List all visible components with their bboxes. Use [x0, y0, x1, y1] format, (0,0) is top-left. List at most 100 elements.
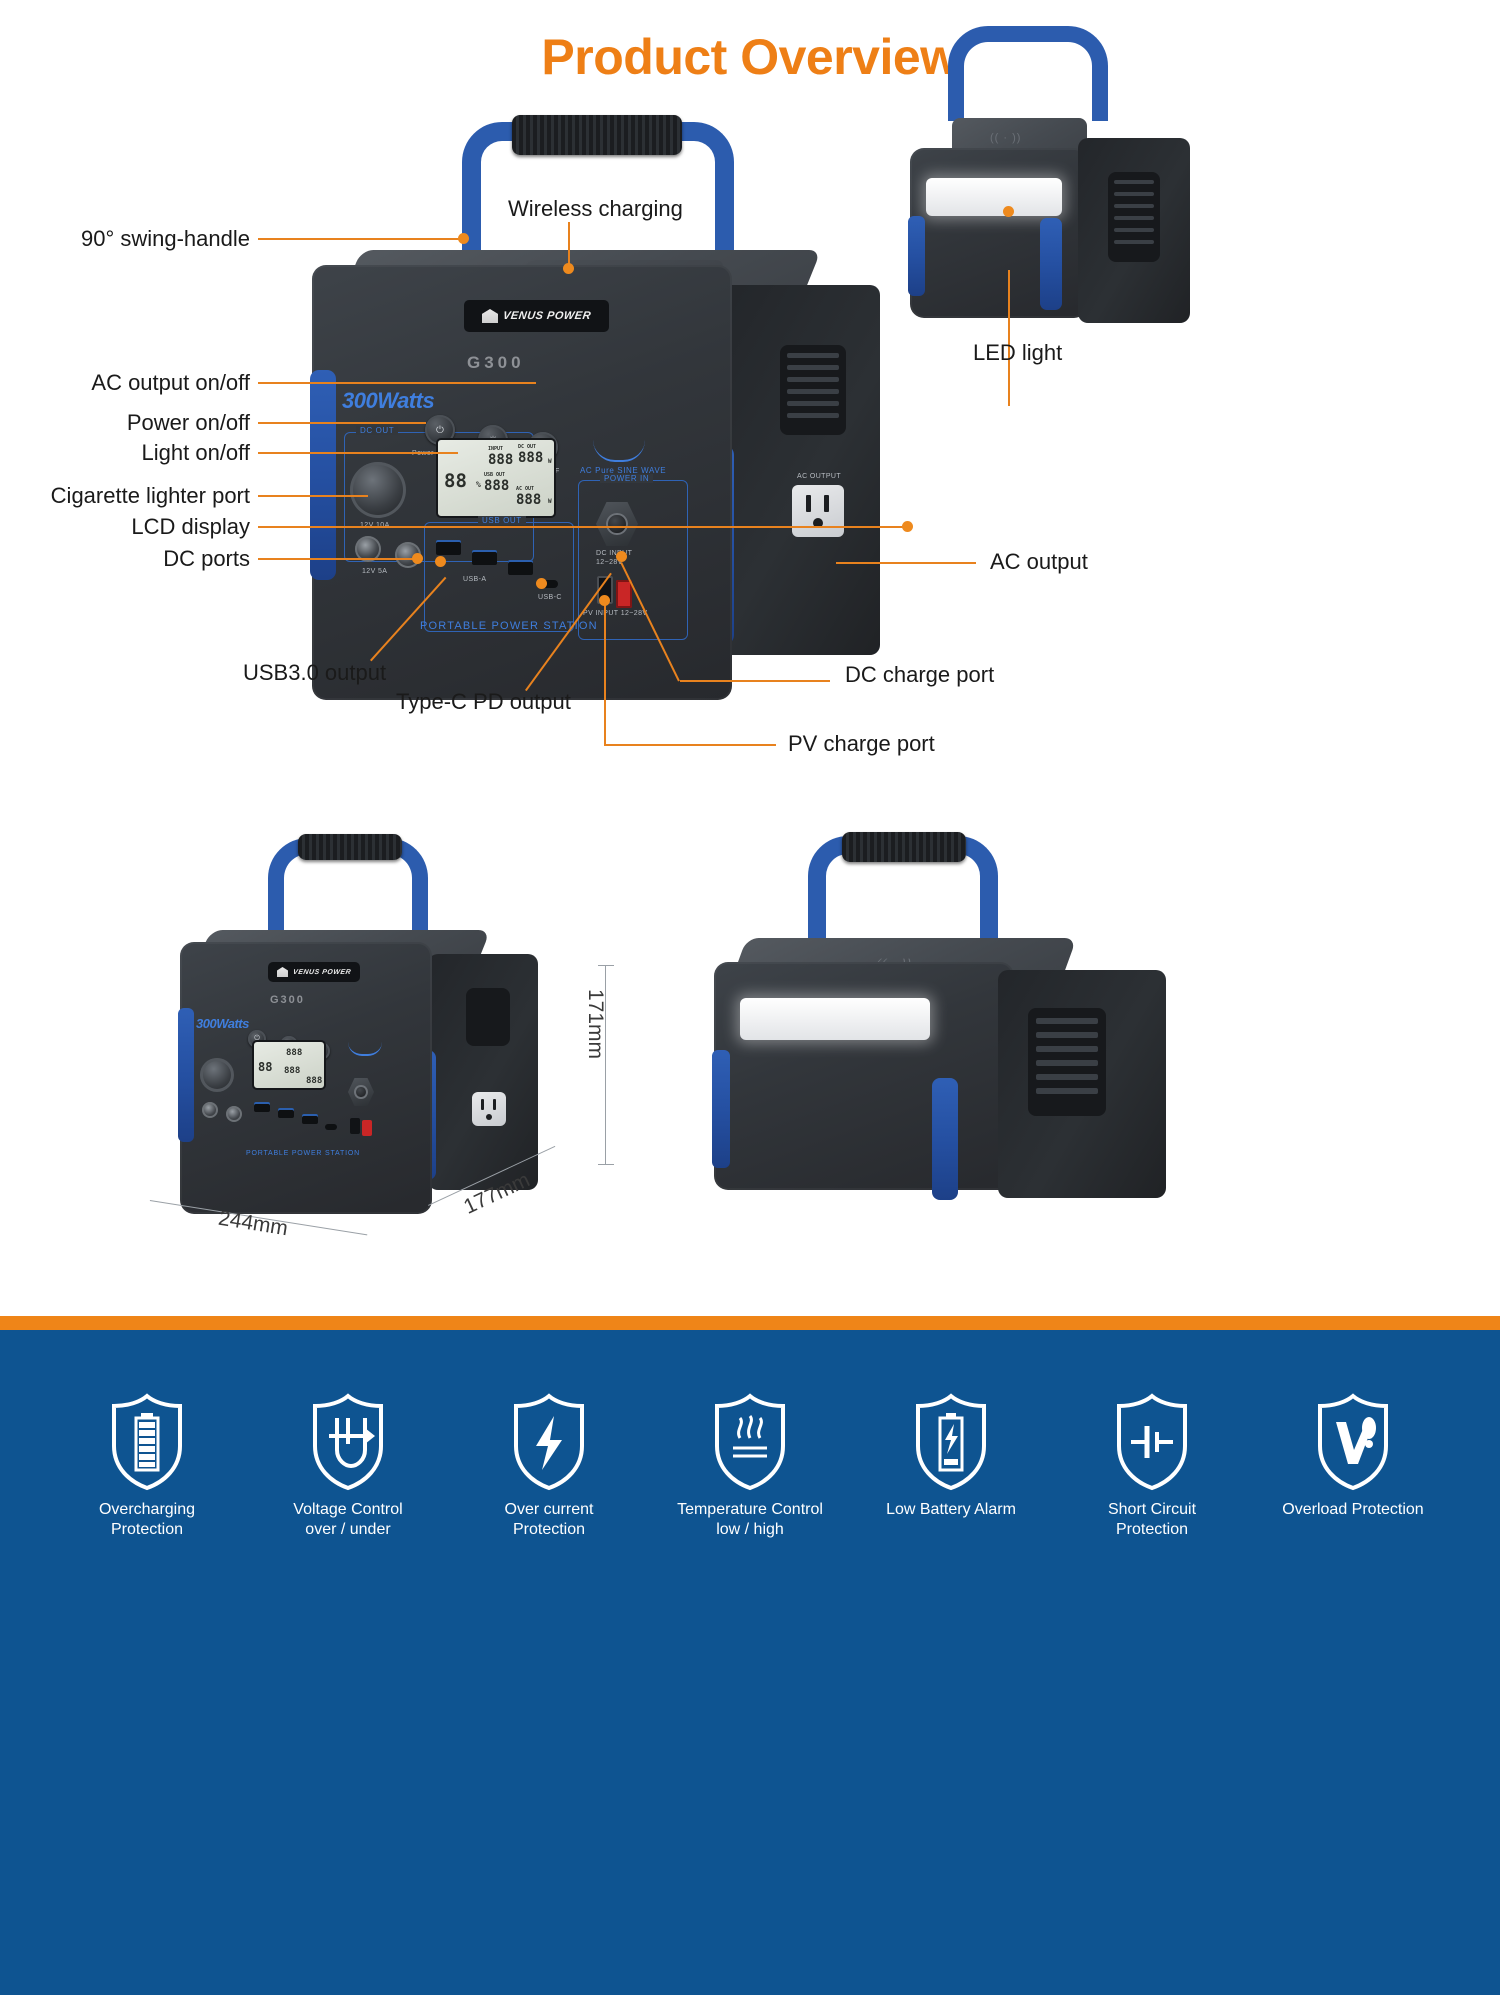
leader-dc-ports: [258, 558, 418, 560]
callout-cigarette-lighter-port: Cigarette lighter port: [50, 483, 250, 508]
callout-led-light: LED light: [973, 340, 1063, 365]
battery-full-shield-icon: [108, 1392, 186, 1492]
watts-label: 300Watts: [342, 388, 435, 413]
main-product-image: (( · )) AC OUTPUT VENUS POWER G300 300Wa…: [300, 110, 940, 720]
lcd-input-value: 888: [488, 452, 514, 468]
vent-slat: [787, 365, 839, 370]
protection-label: Over current Protection: [504, 1501, 594, 1538]
leader-pv-charge-port-vertical: [604, 600, 606, 746]
dc-port-1[interactable]: [355, 536, 381, 562]
watts-label: 300Watts: [196, 1016, 249, 1031]
right-side-face: [720, 285, 880, 655]
dc-input-silk: DC INPUT: [596, 550, 633, 557]
pv-input-silk: PV INPUT 12~28V: [583, 610, 648, 617]
dimension-line-height: [605, 965, 606, 1165]
cigarette-lighter-port[interactable]: [200, 1058, 234, 1092]
protection-item-overload: Overload Protection: [1278, 1392, 1428, 1540]
brand-nameplate: VENUS POWER: [464, 300, 609, 332]
footer-silk: PORTABLE POWER STATION: [420, 620, 598, 632]
left-blue-grip: [310, 370, 336, 580]
protection-label: Overcharging Protection: [98, 1501, 196, 1538]
dc-12v10a-silk: 12V 10A: [360, 522, 390, 529]
leader-cigarette-lighter-port: [258, 495, 368, 497]
vent-slat: [1114, 240, 1154, 244]
brand-nameplate: VENUS POWER: [268, 962, 360, 982]
usb-a-port-3[interactable]: [508, 560, 533, 575]
vent-slat: [1114, 228, 1154, 232]
dc-port-1[interactable]: [202, 1102, 218, 1118]
usb-a-port-2[interactable]: [278, 1108, 294, 1118]
lcd-acout-value: 888: [306, 1076, 323, 1086]
dimension-tick: [598, 1164, 614, 1165]
callout-typec-pd-output: Type-C PD output: [396, 689, 571, 714]
callout-dc-charge-port: DC charge port: [845, 662, 995, 687]
pv-terminal-red[interactable]: [362, 1120, 372, 1136]
ac-output-socket: [792, 485, 844, 537]
protection-label: Overload Protection: [1282, 1501, 1424, 1518]
ac-wave-icon: [593, 440, 645, 462]
overload-shield-icon: [1314, 1392, 1392, 1492]
handle-grip: [298, 834, 402, 860]
left-blue-grip: [712, 1050, 730, 1168]
leader-light-onoff: [258, 452, 458, 454]
leader-dot-dc-charge-port: [616, 551, 627, 562]
dc-12v5a-silk: 12V 5A: [362, 568, 388, 575]
led-light-panel: [926, 178, 1062, 216]
brand-logo-icon: [481, 309, 498, 323]
leader-ac-output: [836, 562, 976, 564]
protection-item-overcharging: Overcharging Protection: [72, 1392, 222, 1540]
usb-out-silk-label: USB OUT: [478, 516, 526, 525]
usb-a-port-3[interactable]: [302, 1114, 318, 1124]
usb-a-port-1[interactable]: [436, 540, 461, 555]
handle-grip: [512, 115, 682, 155]
cigarette-lighter-port[interactable]: [350, 462, 406, 518]
protection-label: Temperature Control low / high: [677, 1501, 823, 1538]
leader-pv-charge-port-horizontal: [604, 744, 776, 746]
protection-label: Voltage Control over / under: [293, 1501, 403, 1538]
lcd-unit-w: W: [548, 458, 552, 465]
usb-c-port[interactable]: [540, 580, 558, 588]
callout-usb30-output: USB3.0 output: [243, 660, 387, 685]
dc-port-2[interactable]: [226, 1106, 242, 1122]
lcd-dcout-value: 888: [518, 450, 544, 466]
dimension-height-label: 171mm: [584, 988, 608, 1060]
pv-terminal-red[interactable]: [616, 580, 632, 608]
right-blue-grip: [1040, 218, 1062, 310]
vent-slat: [1114, 204, 1154, 208]
usb-a-port-1[interactable]: [254, 1102, 270, 1112]
ac-wave-silk: AC Pure SINE WAVE: [580, 466, 667, 475]
leader-led-light-vertical: [1008, 270, 1010, 406]
callout-swing-handle: 90° swing-handle: [80, 226, 250, 251]
protection-band: [0, 1330, 1500, 1995]
usb-a-port-2[interactable]: [472, 550, 497, 565]
model-name: G300: [270, 994, 305, 1006]
protection-icons-row: Overcharging Protection Voltage Control …: [0, 1392, 1500, 1540]
protection-item-low-battery: Low Battery Alarm: [876, 1392, 1026, 1540]
protection-label: Low Battery Alarm: [886, 1501, 1016, 1518]
battery-low-shield-icon: [912, 1392, 990, 1492]
side-vent: [466, 988, 510, 1046]
leader-dot-dc-ports: [412, 553, 423, 564]
vent-slat: [787, 401, 839, 406]
dc-out-silk-label: DC OUT: [356, 426, 399, 435]
left-blue-grip: [908, 216, 925, 296]
led-view-product-image: (( · )): [890, 20, 1220, 360]
lcd-display: 88 888 888 888: [252, 1040, 326, 1090]
lcd-unit-w: W: [548, 498, 552, 505]
vent-slat: [1114, 192, 1154, 196]
vent-slat: [1036, 1032, 1098, 1038]
pv-terminal-black[interactable]: [350, 1118, 360, 1134]
power-in-silk-label: POWER IN: [600, 474, 654, 483]
vent-slat: [1036, 1046, 1098, 1052]
leader-dot-lcd-display: [902, 521, 913, 532]
callout-ac-output: AC output: [990, 549, 1088, 574]
lcd-dcout-value: 888: [286, 1048, 303, 1058]
protection-item-voltage-control: Voltage Control over / under: [273, 1392, 423, 1540]
callout-wireless-charging: Wireless charging: [508, 196, 683, 221]
lcd-usbout-label: USB OUT: [484, 472, 506, 478]
ac-output-socket[interactable]: [472, 1092, 506, 1126]
protection-item-over-current: Over current Protection: [474, 1392, 624, 1540]
usb-c-port[interactable]: [325, 1124, 337, 1130]
leader-swing-handle: [258, 238, 466, 240]
